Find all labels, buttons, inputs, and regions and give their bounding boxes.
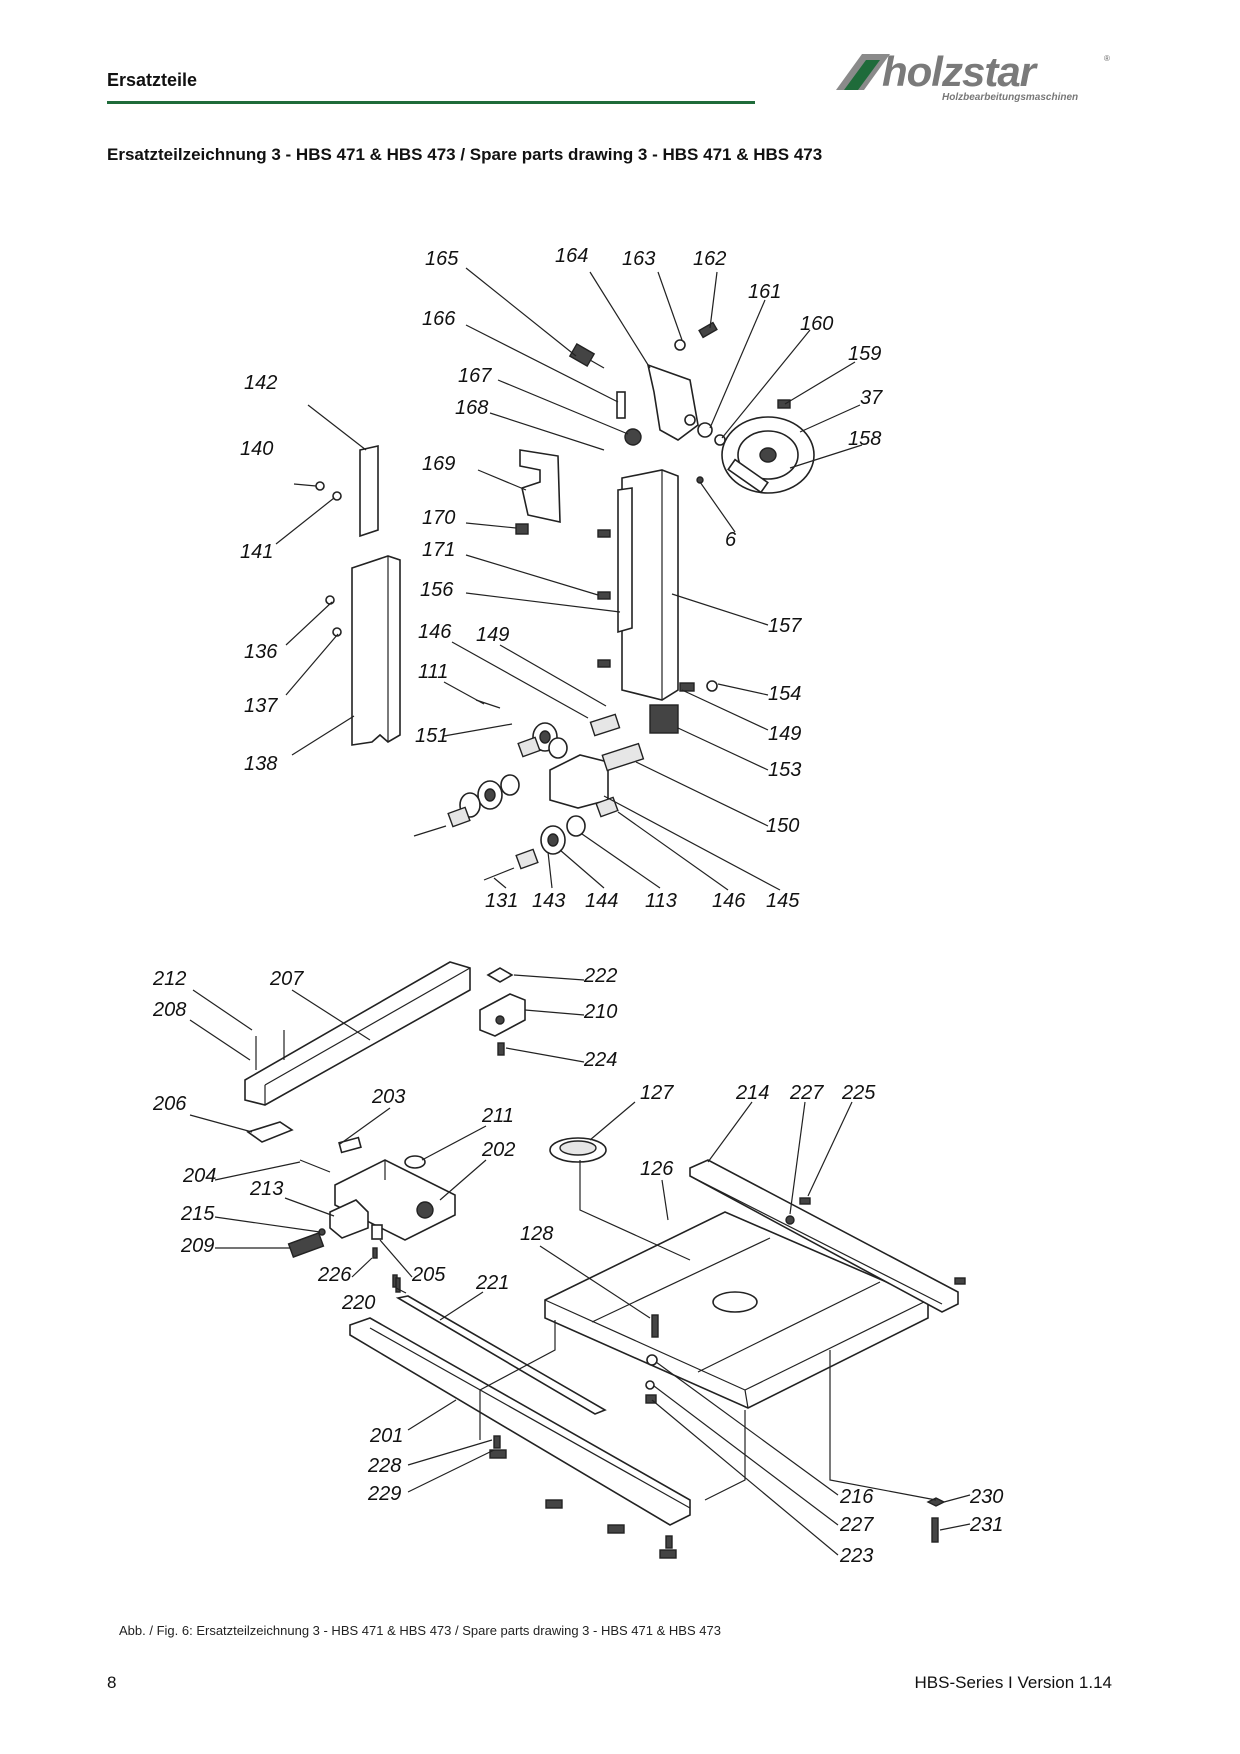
callout-label: 225: [841, 1082, 876, 1104]
callout-label: 128: [520, 1223, 553, 1245]
callout-label: 230: [969, 1486, 1003, 1508]
callout-label: 150: [766, 815, 799, 837]
callout-label: 163: [622, 248, 655, 270]
callout-label: 161: [748, 281, 781, 303]
callout-label: 169: [422, 453, 455, 475]
callout-label: 113: [645, 890, 677, 912]
callout-label: 157: [768, 615, 802, 637]
callout-label: 208: [152, 999, 186, 1021]
callout-label: 224: [583, 1049, 617, 1071]
callout-label: 202: [481, 1139, 515, 1161]
callout-label: 210: [583, 1001, 617, 1023]
callout-label: 220: [341, 1292, 375, 1314]
callout-label: 159: [848, 343, 881, 365]
page-number: 8: [107, 1673, 117, 1692]
callout-label: 203: [371, 1086, 405, 1108]
callout-label: 146: [418, 621, 452, 643]
callout-label: 111: [418, 661, 448, 683]
callout-label: 6: [725, 529, 737, 551]
callout-label: 140: [240, 438, 273, 460]
callout-label: 149: [768, 723, 801, 745]
callout-label: 162: [693, 248, 726, 270]
callout-label: 228: [367, 1455, 401, 1477]
callout-label: 137: [244, 695, 278, 717]
callout-label: 207: [269, 968, 304, 990]
callout-label: 201: [369, 1425, 403, 1447]
callout-label: 212: [152, 968, 186, 990]
callout-label: 142: [244, 372, 277, 394]
upper-assembly-callouts: 165 164 163 162 161 160 159 37 158 166 1…: [240, 245, 883, 912]
callout-label: 229: [367, 1483, 401, 1505]
callout-label: 141: [240, 541, 273, 563]
callout-label: 171: [422, 539, 455, 561]
header-divider: [107, 101, 755, 104]
callout-label: 136: [244, 641, 278, 663]
callout-label: 211: [481, 1105, 514, 1127]
callout-label: 151: [415, 725, 448, 747]
upper-assembly-parts: [315, 321, 815, 881]
callout-label: 160: [800, 313, 833, 335]
logo-subtitle: Holzbearbeitungsmaschinen: [942, 92, 1079, 103]
callout-label: 166: [422, 308, 456, 330]
lower-assembly-parts: [244, 961, 966, 1559]
callout-label: 165: [425, 248, 459, 270]
callout-label: 221: [475, 1272, 509, 1294]
figure-caption: Abb. / Fig. 6: Ersatzteilzeichnung 3 - H…: [119, 1623, 721, 1638]
callout-label: 205: [411, 1264, 446, 1286]
callout-label: 227: [839, 1514, 874, 1536]
callout-label: 215: [180, 1203, 215, 1225]
callout-label: 144: [585, 890, 618, 912]
callout-label: 226: [317, 1264, 352, 1286]
callout-label: 209: [180, 1235, 214, 1257]
callout-label: 153: [768, 759, 801, 781]
upper-assembly-leaders: [275, 267, 863, 891]
callout-label: 126: [640, 1158, 674, 1180]
callout-label: 214: [735, 1082, 769, 1104]
callout-label: 222: [583, 965, 617, 987]
callout-label: 168: [455, 397, 488, 419]
logo-mark-icon: [836, 54, 890, 90]
callout-label: 213: [249, 1178, 283, 1200]
callout-label: 170: [422, 507, 455, 529]
section-title: Ersatzteile: [107, 70, 198, 90]
callout-label: 131: [485, 890, 518, 912]
callout-label: 167: [458, 365, 492, 387]
document-version: HBS-Series I Version 1.14: [914, 1673, 1112, 1692]
logo-registered-mark: ®: [1104, 54, 1110, 63]
callout-label: 138: [244, 753, 277, 775]
callout-label: 227: [789, 1082, 824, 1104]
logo-wordmark: holzstar: [882, 48, 1036, 95]
callout-label: 146: [712, 890, 746, 912]
callout-label: 216: [839, 1486, 874, 1508]
holzstar-logo: holzstar ® Holzbearbeitungsmaschinen: [832, 48, 1112, 110]
callout-label: 145: [766, 890, 800, 912]
callout-label: 156: [420, 579, 454, 601]
callout-label: 37: [860, 387, 883, 409]
callout-label: 127: [640, 1082, 674, 1104]
callout-label: 231: [969, 1514, 1003, 1536]
drawing-title: Ersatzteilzeichnung 3 - HBS 471 & HBS 47…: [107, 145, 823, 164]
callout-label: 143: [532, 890, 565, 912]
callout-label: 164: [555, 245, 588, 267]
lower-assembly-callouts: 212 207 208 206 222 210 224 203 211 202 …: [152, 965, 1003, 1567]
callout-label: 206: [152, 1093, 187, 1115]
callout-label: 158: [848, 428, 881, 450]
lower-assembly-leaders: [189, 974, 971, 1556]
callout-label: 204: [182, 1165, 216, 1187]
callout-label: 154: [768, 683, 801, 705]
callout-label: 223: [839, 1545, 873, 1567]
callout-label: 149: [476, 624, 509, 646]
